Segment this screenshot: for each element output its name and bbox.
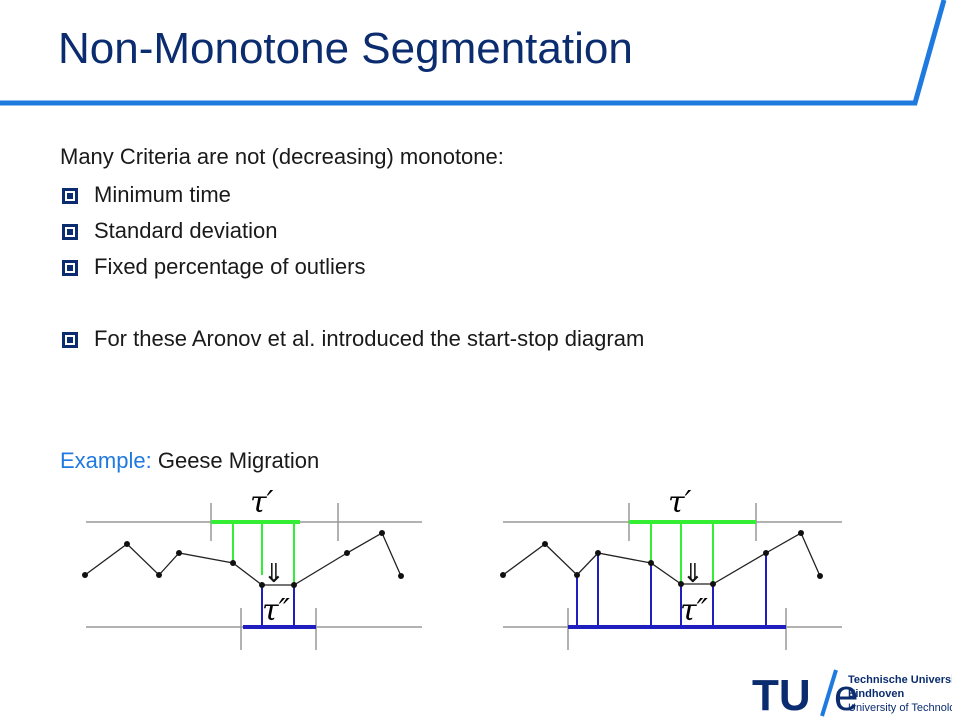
example-label: Example: bbox=[60, 448, 152, 473]
tau-prime-label: τ′ bbox=[668, 485, 692, 520]
tue-logo: TU e Technische Universiteit Eindhoven U… bbox=[752, 669, 952, 718]
logo-mark-tu: TU bbox=[752, 671, 811, 718]
square-bullet-icon bbox=[62, 224, 78, 240]
tau-double-prime-label: τ″ bbox=[680, 593, 709, 628]
down-arrow-icon: ⇓ bbox=[263, 558, 285, 588]
square-bullet-icon bbox=[62, 332, 78, 348]
left-figure: τ′ τ″ ⇓ bbox=[82, 485, 422, 650]
logo-line-1: Technische Universiteit bbox=[848, 674, 952, 686]
logo-slash bbox=[820, 669, 838, 717]
tau-prime-label: τ′ bbox=[250, 485, 274, 520]
tau-double-prime-label: τ″ bbox=[262, 593, 291, 628]
right-figure: τ′ τ″ ⇓ bbox=[500, 485, 842, 650]
trajectory-line bbox=[502, 532, 821, 585]
example-text: Geese Migration bbox=[157, 448, 320, 473]
trajectory-line bbox=[84, 532, 402, 586]
bullet-text: Minimum time bbox=[94, 182, 231, 207]
bullet-text: Standard deviation bbox=[94, 218, 278, 243]
logo-mark-e: e bbox=[834, 671, 858, 718]
intro-text: Many Criteria are not (decreasing) monot… bbox=[60, 144, 504, 169]
bullet-text: For these Aronov et al. introduced the s… bbox=[94, 326, 645, 351]
trajectory-points bbox=[500, 530, 823, 587]
trajectory-points bbox=[82, 530, 404, 588]
down-arrow-icon: ⇓ bbox=[682, 558, 704, 588]
header-accent-line bbox=[0, 0, 947, 106]
bullet-text: Fixed percentage of outliers bbox=[94, 254, 366, 279]
bullet-item: For these Aronov et al. introduced the s… bbox=[60, 324, 644, 360]
bullet-item: Fixed percentage of outliers bbox=[60, 252, 644, 288]
page-title: Non-Monotone Segmentation bbox=[58, 24, 633, 73]
square-bullet-icon bbox=[62, 188, 78, 204]
bullet-item: Standard deviation bbox=[60, 216, 644, 252]
logo-line-2: Eindhoven bbox=[848, 688, 905, 700]
content-body: Many Criteria are not (decreasing) monot… bbox=[60, 142, 644, 360]
example-line: Example: Geese Migration bbox=[60, 448, 319, 474]
square-bullet-icon bbox=[62, 260, 78, 276]
bullet-item: Minimum time bbox=[60, 180, 644, 216]
logo-line-3: University of Technology bbox=[848, 702, 952, 714]
